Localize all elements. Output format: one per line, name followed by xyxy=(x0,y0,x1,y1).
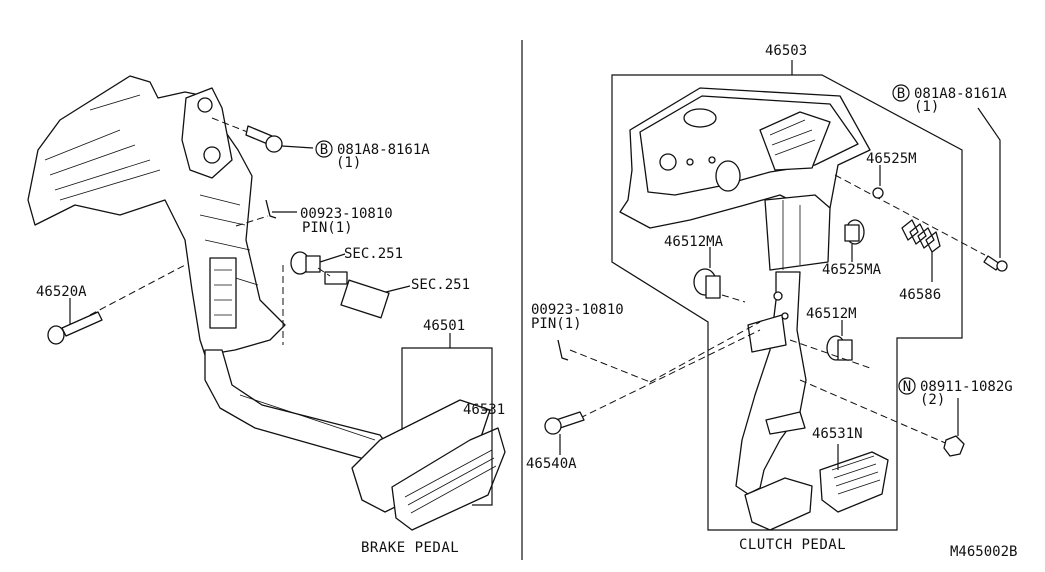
clutch-pedal-pad xyxy=(744,451,889,531)
label-46540a: 46540A xyxy=(526,456,577,472)
clutch-bracket xyxy=(619,87,871,271)
bushing-46512ma xyxy=(693,247,746,303)
label-46520a: 46520A xyxy=(36,284,87,300)
brake-bracket xyxy=(27,75,286,356)
brake-bolt-marker-circle xyxy=(315,140,333,158)
brake-switch-a xyxy=(290,251,346,275)
clutch-nut-qty: (2) xyxy=(920,392,945,408)
brake-bolt-marker: B xyxy=(320,142,328,158)
label-46512m: 46512M xyxy=(806,306,857,322)
label-46531n: 46531N xyxy=(812,426,863,442)
label-46525ma: 46525MA xyxy=(822,262,882,278)
bushing-46525m xyxy=(872,165,884,199)
bushing-46525ma xyxy=(844,219,865,262)
clutch-bolt-marker: B xyxy=(897,86,905,102)
clutch-pin-ref: 00923-10810 xyxy=(531,302,624,318)
brake-pin xyxy=(235,199,297,345)
brake-sec-b: SEC.251 xyxy=(411,277,470,293)
clutch-bolt-qty: (1) xyxy=(914,99,939,115)
brake-pin-qty: PIN(1) xyxy=(302,220,353,236)
clutch-frame xyxy=(611,74,963,531)
spring-46586 xyxy=(901,219,941,282)
bushing-46512m xyxy=(789,320,871,369)
brake-bolt-qty: (1) xyxy=(336,155,361,171)
clutch-bolt-ref: 081A8-8161A xyxy=(914,86,1007,102)
diagram-id: M465002B xyxy=(950,544,1017,560)
brake-bolt xyxy=(211,117,314,153)
brake-pedal-pad xyxy=(351,399,506,531)
clutch-nut xyxy=(799,379,965,457)
label-46503: 46503 xyxy=(765,43,807,59)
clutch-pedal-arm xyxy=(735,271,807,495)
clutch-nut-ref: 08911-1082G xyxy=(920,379,1013,395)
clutch-nut-marker: N xyxy=(903,379,911,395)
label-46512ma: 46512MA xyxy=(664,234,724,250)
clutch-bolt-marker-circle xyxy=(892,84,910,102)
brake-pedal-arm xyxy=(204,349,393,463)
brake-switch-b xyxy=(317,267,411,319)
brake-pin-ref: 00923-10810 xyxy=(300,206,393,222)
clutch-nut-marker-circle xyxy=(898,377,916,395)
brake-caption: BRAKE PEDAL xyxy=(361,540,459,556)
clutch-clevis-pin xyxy=(544,329,761,455)
clutch-caption: CLUTCH PEDAL xyxy=(739,537,846,553)
brake-sec-a: SEC.251 xyxy=(344,246,403,262)
label-46525m: 46525M xyxy=(866,151,917,167)
clutch-pin xyxy=(557,321,761,383)
label-46586: 46586 xyxy=(899,287,941,303)
label-46531: 46531 xyxy=(463,402,505,418)
clutch-pin-qty: PIN(1) xyxy=(531,316,582,332)
brake-clevis-pin xyxy=(47,264,186,345)
brake-pad-callout xyxy=(401,333,493,506)
label-46501: 46501 xyxy=(423,318,465,334)
clutch-bolt xyxy=(834,107,1008,272)
brake-bolt-ref: 081A8-8161A xyxy=(337,142,430,158)
